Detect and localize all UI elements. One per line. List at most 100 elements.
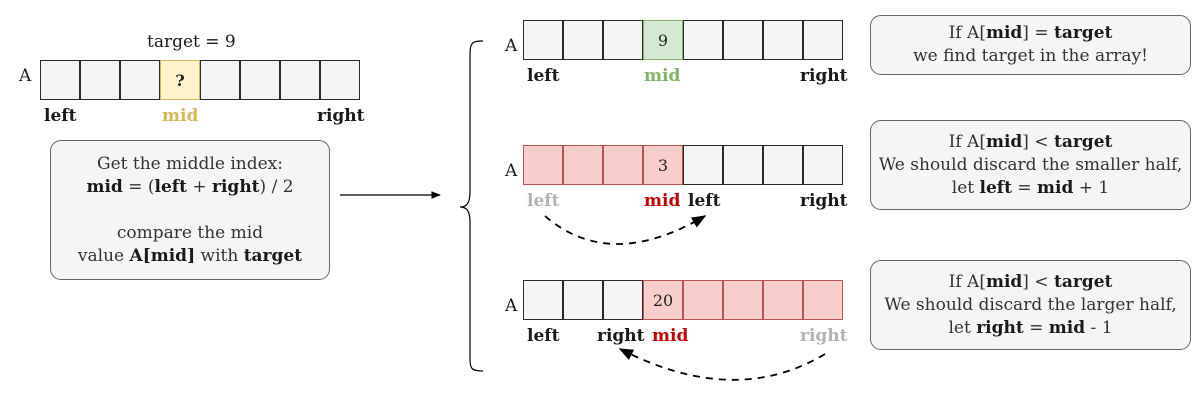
text: ) / 2 — [259, 176, 294, 197]
array-name: A — [505, 36, 518, 56]
array-cell — [80, 60, 120, 100]
array-cell — [763, 20, 803, 60]
move-left-arrow — [544, 215, 707, 245]
text: If A[ — [948, 131, 986, 152]
new-left-pointer-label: left — [688, 191, 721, 211]
text: = — [1023, 317, 1049, 338]
array-cell — [763, 145, 803, 185]
mid-term: mid — [86, 176, 123, 197]
array-cell — [723, 20, 763, 60]
text: If A[ — [948, 23, 986, 43]
mid-pointer-label: mid — [644, 191, 681, 211]
mid-term: mid — [985, 271, 1023, 292]
text: ] < — [1022, 271, 1054, 292]
note-line-1: If A[mid] < target — [949, 131, 1113, 154]
array-cell — [280, 60, 320, 100]
old-right-pointer-label: right — [800, 326, 848, 346]
old-left-pointer-label: left — [527, 191, 560, 211]
right-pointer-label: right — [317, 106, 365, 126]
array-cell — [40, 60, 80, 100]
note-line-2: We should discard the larger half, — [884, 294, 1177, 315]
text: + — [186, 176, 213, 197]
array-name: A — [19, 66, 32, 86]
array-cell — [683, 145, 723, 185]
discarded-cell — [603, 145, 643, 185]
array-cell — [603, 280, 643, 320]
text: ] < — [1022, 131, 1054, 152]
right-term: right — [212, 176, 260, 197]
text: = — [1011, 177, 1038, 198]
mid-pointer-label: mid — [652, 326, 689, 346]
note-line-3: let right = mid - 1 — [948, 317, 1112, 340]
explain-line-4: value A[mid] with target — [78, 245, 302, 268]
array-name: A — [505, 296, 518, 316]
move-right-arrow — [618, 348, 826, 381]
note-line-1: If A[mid] < target — [949, 271, 1113, 294]
mid-pointer-label: mid — [162, 106, 199, 126]
note-line-2: we find target in the array! — [913, 46, 1148, 66]
explain-box: Get the middle index: mid = (left + righ… — [50, 140, 330, 280]
curly-brace — [459, 40, 484, 372]
discarded-cell — [763, 280, 803, 320]
text: If A[ — [948, 271, 986, 292]
array-cell — [120, 60, 160, 100]
discarded-cell — [683, 280, 723, 320]
left-pointer-label: left — [527, 326, 560, 346]
array-cell — [240, 60, 280, 100]
text: + 1 — [1073, 177, 1110, 198]
array-cell — [803, 20, 843, 60]
discarded-cell — [723, 280, 763, 320]
array-cell — [523, 20, 563, 60]
target-term: target — [1053, 23, 1113, 43]
new-right-pointer-label: right — [597, 326, 645, 346]
text: - 1 — [1085, 317, 1113, 338]
array-cell — [523, 280, 563, 320]
explain-line-1: Get the middle index: — [97, 153, 283, 174]
array-cell — [603, 20, 643, 60]
array-cell — [563, 20, 603, 60]
array-cell — [200, 60, 240, 100]
target-term: target — [1053, 131, 1113, 152]
target-label: target = 9 — [147, 32, 236, 52]
mid-cell: 3 — [643, 145, 683, 185]
mid-pointer-label: mid — [644, 66, 681, 86]
text: let — [948, 317, 977, 338]
array-cell — [563, 280, 603, 320]
target-term: target — [243, 245, 303, 266]
note-found: If A[mid] = target we find target in the… — [870, 15, 1191, 75]
mid-cell: 20 — [643, 280, 683, 320]
note-line-3: let left = mid + 1 — [952, 177, 1109, 200]
text: ] = — [1022, 23, 1054, 43]
note-line-1: If A[mid] = target — [949, 22, 1113, 45]
note-line-2: We should discard the smaller half, — [878, 154, 1183, 175]
explain-line-2: mid = (left + right) / 2 — [86, 176, 293, 199]
note-greater: If A[mid] < target We should discard the… — [870, 260, 1191, 350]
text: = ( — [122, 176, 155, 197]
mid-cell: 9 — [643, 20, 683, 60]
array-cell — [803, 145, 843, 185]
text: with — [195, 245, 244, 266]
note-less: If A[mid] < target We should discard the… — [870, 120, 1191, 210]
text: let — [951, 177, 980, 198]
mid-term: mid — [1037, 177, 1074, 198]
array-cell — [320, 60, 360, 100]
left-pointer-label: left — [44, 106, 77, 126]
array-name: A — [505, 161, 518, 181]
left-term: left — [154, 176, 187, 197]
array-cell — [683, 20, 723, 60]
discarded-cell — [803, 280, 843, 320]
explain-line-3: compare the mid — [116, 222, 264, 243]
amid-term: A[mid] — [129, 245, 196, 266]
target-term: target — [1053, 271, 1113, 292]
right-pointer-label: right — [800, 191, 848, 211]
left-term: left — [979, 177, 1012, 198]
mid-cell: ? — [160, 60, 200, 100]
left-pointer-label: left — [527, 66, 560, 86]
discarded-cell — [563, 145, 603, 185]
mid-term: mid — [1048, 317, 1086, 338]
mid-term: mid — [985, 131, 1023, 152]
mid-term: mid — [985, 23, 1023, 43]
array-cell — [723, 145, 763, 185]
text: value — [77, 245, 130, 266]
